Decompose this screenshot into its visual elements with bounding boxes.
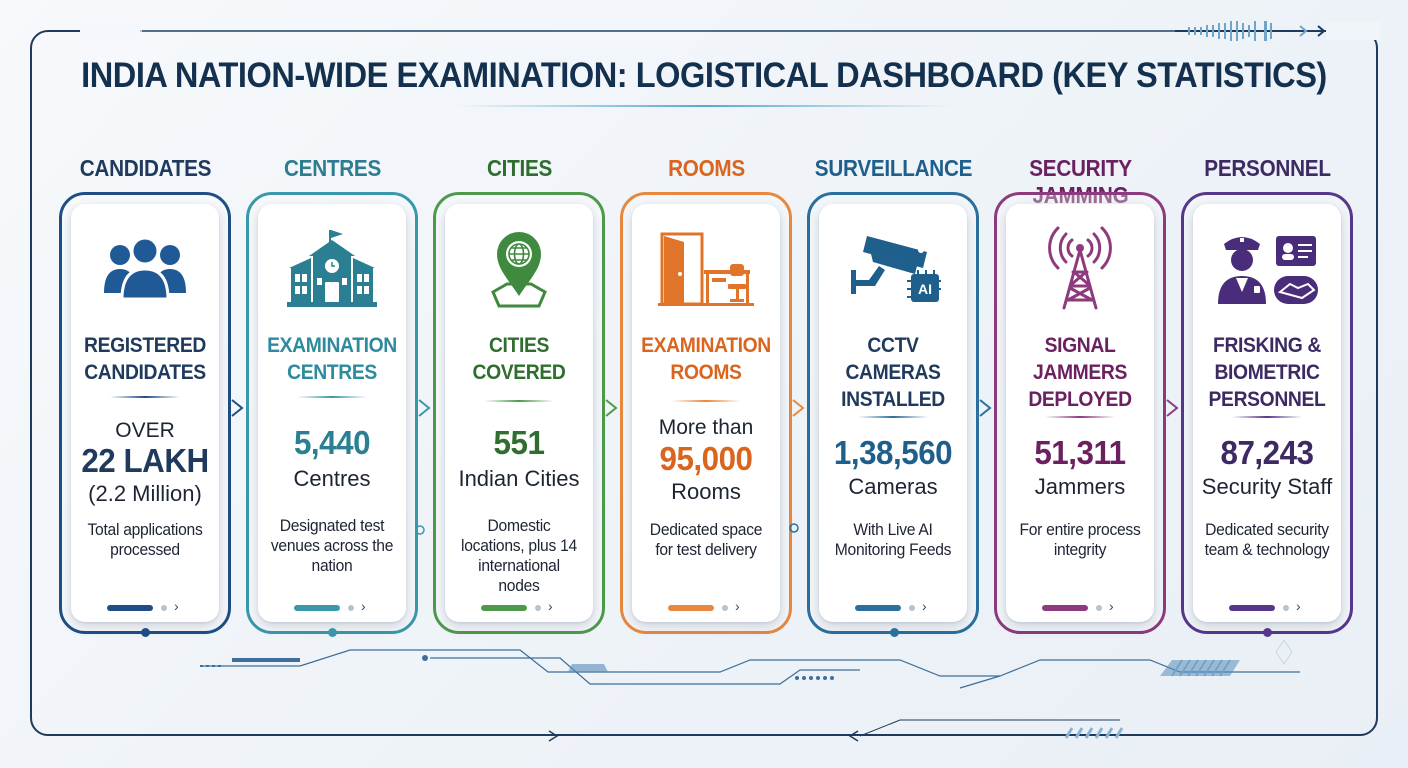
separator <box>1232 416 1302 418</box>
stat-value: 95,000 <box>659 440 753 477</box>
stat-card-cities: CITIES COVERED 551 Indian Cities Domesti… <box>445 204 593 622</box>
stat-unit: (2.2 Million) <box>88 481 202 506</box>
card-pager[interactable]: › <box>1006 598 1154 614</box>
page-title: INDIA NATION-WIDE EXAMINATION: LOGISTICA… <box>81 56 1327 95</box>
separator <box>858 416 928 418</box>
stat-value: 87,243 <box>1220 434 1314 471</box>
users-group-icon <box>71 226 219 310</box>
stat-description: With Live AI Monitoring Feeds <box>834 520 952 559</box>
category-label-surveillance: SURVEILLANCE <box>814 155 973 181</box>
stat-headline: SIGNAL JAMMERS DEPLOYED <box>1028 334 1132 411</box>
separator <box>484 400 554 402</box>
stat-card-personnel: FRISKING & BIOMETRIC PERSONNEL 87,243 Se… <box>1193 204 1341 622</box>
card-pager[interactable]: › <box>445 598 593 614</box>
stat-card-surveillance: AI CCTV CAMERAS INSTALLED 1,38,560 Camer… <box>819 204 967 622</box>
stat-card-rooms: EXAMINATION ROOMS More than 95,000 Rooms… <box>632 204 780 622</box>
stat-description: Total applications processed <box>87 520 203 559</box>
stat-headline: EXAMINATION ROOMS <box>641 334 771 384</box>
stat-unit: Security Staff <box>1201 474 1333 499</box>
chevron-right-icon[interactable]: › <box>1296 598 1301 614</box>
card-pager[interactable]: › <box>632 598 780 614</box>
stat-headline: CCTV CAMERAS INSTALLED <box>841 334 945 411</box>
stat-headline: REGISTERED CANDIDATES <box>84 334 206 384</box>
stat-unit: Centres <box>293 466 371 491</box>
stat-unit: Cameras <box>848 474 938 499</box>
stat-value: 551 <box>493 424 545 461</box>
stat-headline: CITIES COVERED <box>472 334 566 384</box>
stat-description: Dedicated space for test delivery <box>649 520 763 559</box>
separator <box>297 396 367 398</box>
map-pin-globe-icon <box>445 226 593 310</box>
stat-description: Domestic locations, plus 14 internationa… <box>461 516 577 595</box>
node-dot <box>890 628 899 637</box>
chevron-right-icon[interactable]: › <box>361 598 366 614</box>
stat-prefix: OVER <box>115 419 175 442</box>
chevron-right-icon[interactable]: › <box>922 598 927 614</box>
stat-card-centres: EXAMINATION CENTRES 5,440 Centres Design… <box>258 204 406 622</box>
card-pager[interactable]: › <box>258 598 406 614</box>
separator <box>671 400 741 402</box>
category-label-centres: CENTRES <box>283 155 382 181</box>
category-label-cities: CITIES <box>486 155 553 181</box>
stat-value: 51,311 <box>1034 434 1126 471</box>
signal-tower-icon <box>1006 226 1154 310</box>
stat-unit: Indian Cities <box>458 466 580 491</box>
node-dot <box>1263 628 1272 637</box>
stat-headline: FRISKING & BIOMETRIC PERSONNEL <box>1208 334 1326 411</box>
stat-prefix: More than <box>658 416 754 439</box>
cctv-ai-icon: AI <box>819 226 967 310</box>
svg-text:AI: AI <box>918 281 932 297</box>
stat-unit: Jammers <box>1034 474 1126 499</box>
stat-description: For entire process integrity <box>1019 520 1141 559</box>
chevron-right-icon[interactable]: › <box>1109 598 1114 614</box>
stat-value: 22 LAKH <box>81 442 209 479</box>
door-desk-icon <box>632 226 780 310</box>
category-label-candidates: CANDIDATES <box>79 155 212 181</box>
card-pager[interactable]: › <box>1193 598 1341 614</box>
stat-card-candidates: REGISTERED CANDIDATES OVER 22 LAKH (2.2 … <box>71 204 219 622</box>
stat-unit: Rooms <box>671 479 741 504</box>
chevron-right-icon[interactable]: › <box>735 598 740 614</box>
school-building-icon <box>258 226 406 310</box>
stat-card-security-jamming: SIGNAL JAMMERS DEPLOYED 51,311 Jammers F… <box>1006 204 1154 622</box>
stat-value: 5,440 <box>293 424 371 461</box>
window-dots <box>86 27 136 35</box>
node-dot <box>141 628 150 637</box>
security-officer-badge-icon <box>1193 226 1341 310</box>
card-pager[interactable]: › <box>819 598 967 614</box>
separator <box>110 396 180 398</box>
category-label-personnel: PERSONNEL <box>1204 155 1331 181</box>
stat-description: Dedicated security team & technology <box>1204 520 1330 559</box>
node-dot <box>328 628 337 637</box>
card-pager[interactable]: › <box>71 598 219 614</box>
stat-headline: EXAMINATION CENTRES <box>267 334 397 384</box>
stat-value: 1,38,560 <box>833 434 953 471</box>
chevron-right-icon[interactable]: › <box>174 598 179 614</box>
category-label-rooms: ROOMS <box>668 155 745 181</box>
separator <box>1045 416 1115 418</box>
stat-description: Designated test venues across the nation <box>270 516 394 575</box>
chevron-right-icon[interactable]: › <box>548 598 553 614</box>
category-label-security-jamming: SECURITY JAMMING <box>1029 155 1132 208</box>
title-underline <box>455 105 953 107</box>
